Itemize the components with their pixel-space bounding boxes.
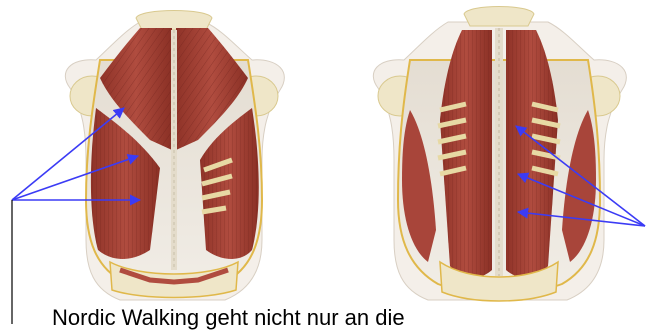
right-back-figure (373, 7, 626, 302)
right-neck (464, 7, 534, 27)
left-back-figure (65, 11, 284, 301)
left-neck (136, 11, 212, 31)
caption-text: Nordic Walking geht nicht nur an die (52, 306, 405, 330)
